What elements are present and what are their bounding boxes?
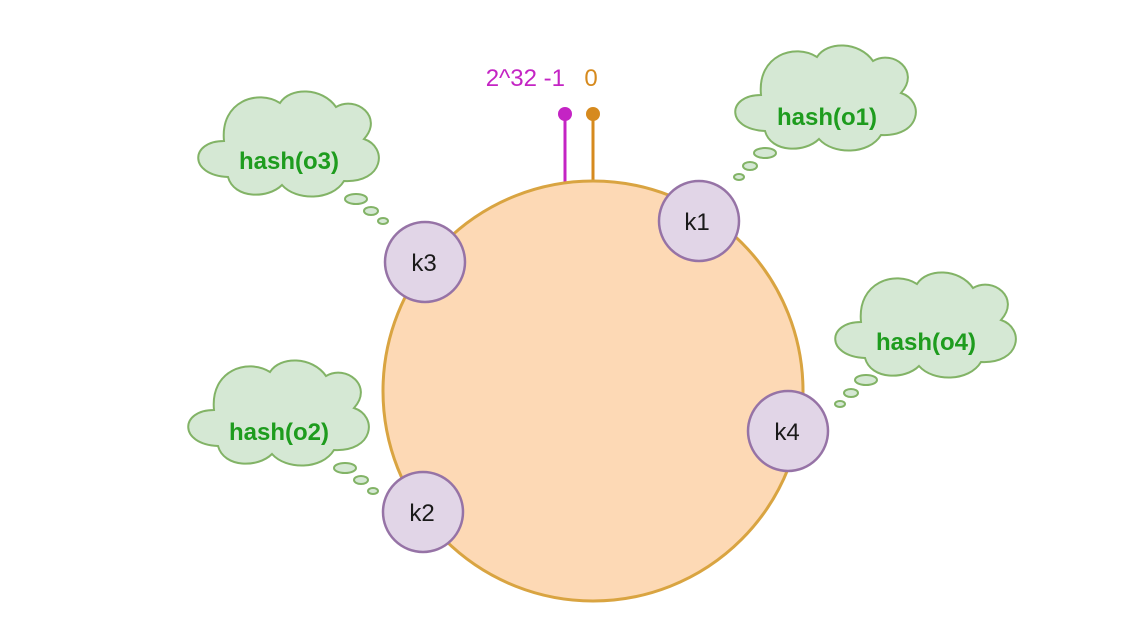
cloud-o1: hash(o1) [734,44,917,152]
ring-markers: 2^32 -1 0 [486,65,600,183]
cloud-o1-label: hash(o1) [777,104,877,131]
cloud-o3-shape [197,90,380,198]
node-k3: k3 [383,220,467,304]
node-k3-label: k3 [411,250,436,277]
cloud-o4-label: hash(o4) [876,329,976,356]
trail-o4 [834,374,878,408]
trail-o2 [333,462,379,495]
node-k1: k1 [657,179,741,263]
cloud-o2-shape [187,359,370,467]
cloud-o2-label: hash(o2) [229,419,329,446]
node-k4-label: k4 [774,419,799,446]
node-k2: k2 [381,470,465,554]
max-marker-label: 2^32 -1 [486,65,565,92]
cloud-o3-label: hash(o3) [239,148,339,175]
trail-o1 [733,147,777,181]
node-k4-circle [746,389,830,473]
trail-o3 [344,193,389,225]
cloud-o2: hash(o2) [187,359,370,467]
hash-ring [381,179,805,603]
zero-marker-label: 0 [584,65,597,92]
zero-marker-dot [586,107,600,121]
cloud-o3: hash(o3) [197,90,380,198]
node-k2-circle [381,470,465,554]
node-k1-circle [657,179,741,263]
max-marker-dot [558,107,572,121]
cloud-o4-shape [834,271,1017,379]
node-k3-circle [383,220,467,304]
cloud-o4: hash(o4) [834,271,1017,379]
cloud-o1-shape [734,44,917,152]
node-k1-label: k1 [684,209,709,236]
node-k2-label: k2 [409,500,434,527]
bubble-trails [333,147,878,495]
node-k4: k4 [746,389,830,473]
